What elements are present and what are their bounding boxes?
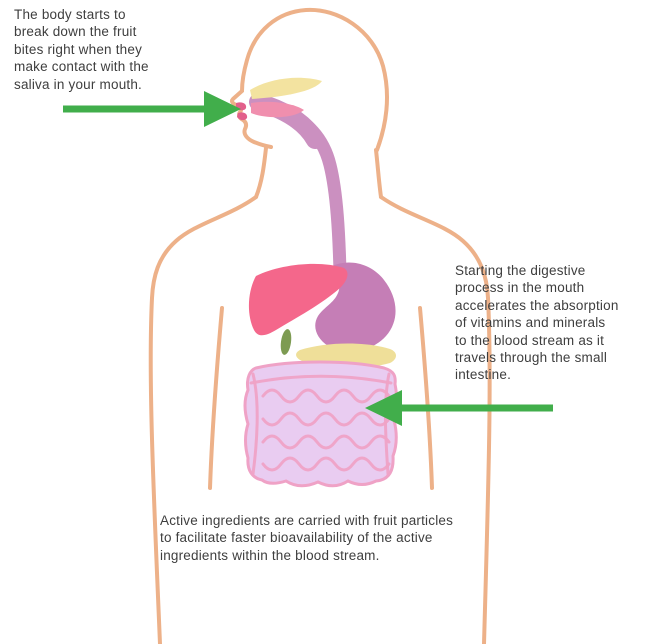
- digestive-organs: [236, 77, 399, 488]
- head-outline: [230, 7, 389, 152]
- right-neck-line: [374, 148, 383, 199]
- arrow-right-icon: [204, 91, 241, 127]
- stomach-shape: [315, 262, 396, 352]
- right-torso-line: [418, 306, 434, 490]
- intestine-arrow: [365, 390, 553, 426]
- annotation-bloodstream-text: Active ingredients are carried with frui…: [160, 513, 454, 563]
- mouth-parts: [236, 77, 322, 121]
- lips-shape: [236, 102, 248, 121]
- arrow-left-icon: [365, 390, 402, 426]
- tongue-shape: [251, 101, 304, 118]
- mouth-arrow: [63, 91, 241, 127]
- annotation-intestine-text: Starting the digestive process in the mo…: [455, 263, 619, 383]
- left-shoulder-arm-line: [148, 195, 258, 644]
- right-shoulder-arm-line: [379, 195, 492, 644]
- annotation-mouth-text: The body starts to break down the fruit …: [14, 7, 149, 92]
- gallbladder-shape: [280, 329, 292, 355]
- left-torso-line: [208, 306, 224, 490]
- body-outline: [148, 7, 492, 644]
- intestines-shape: [243, 360, 399, 488]
- palate-shape: [250, 77, 322, 99]
- small-intestine-coils: [249, 372, 393, 476]
- esophagus-shape: [251, 93, 347, 279]
- liver-shape: [248, 263, 348, 336]
- left-neck-line: [254, 146, 268, 199]
